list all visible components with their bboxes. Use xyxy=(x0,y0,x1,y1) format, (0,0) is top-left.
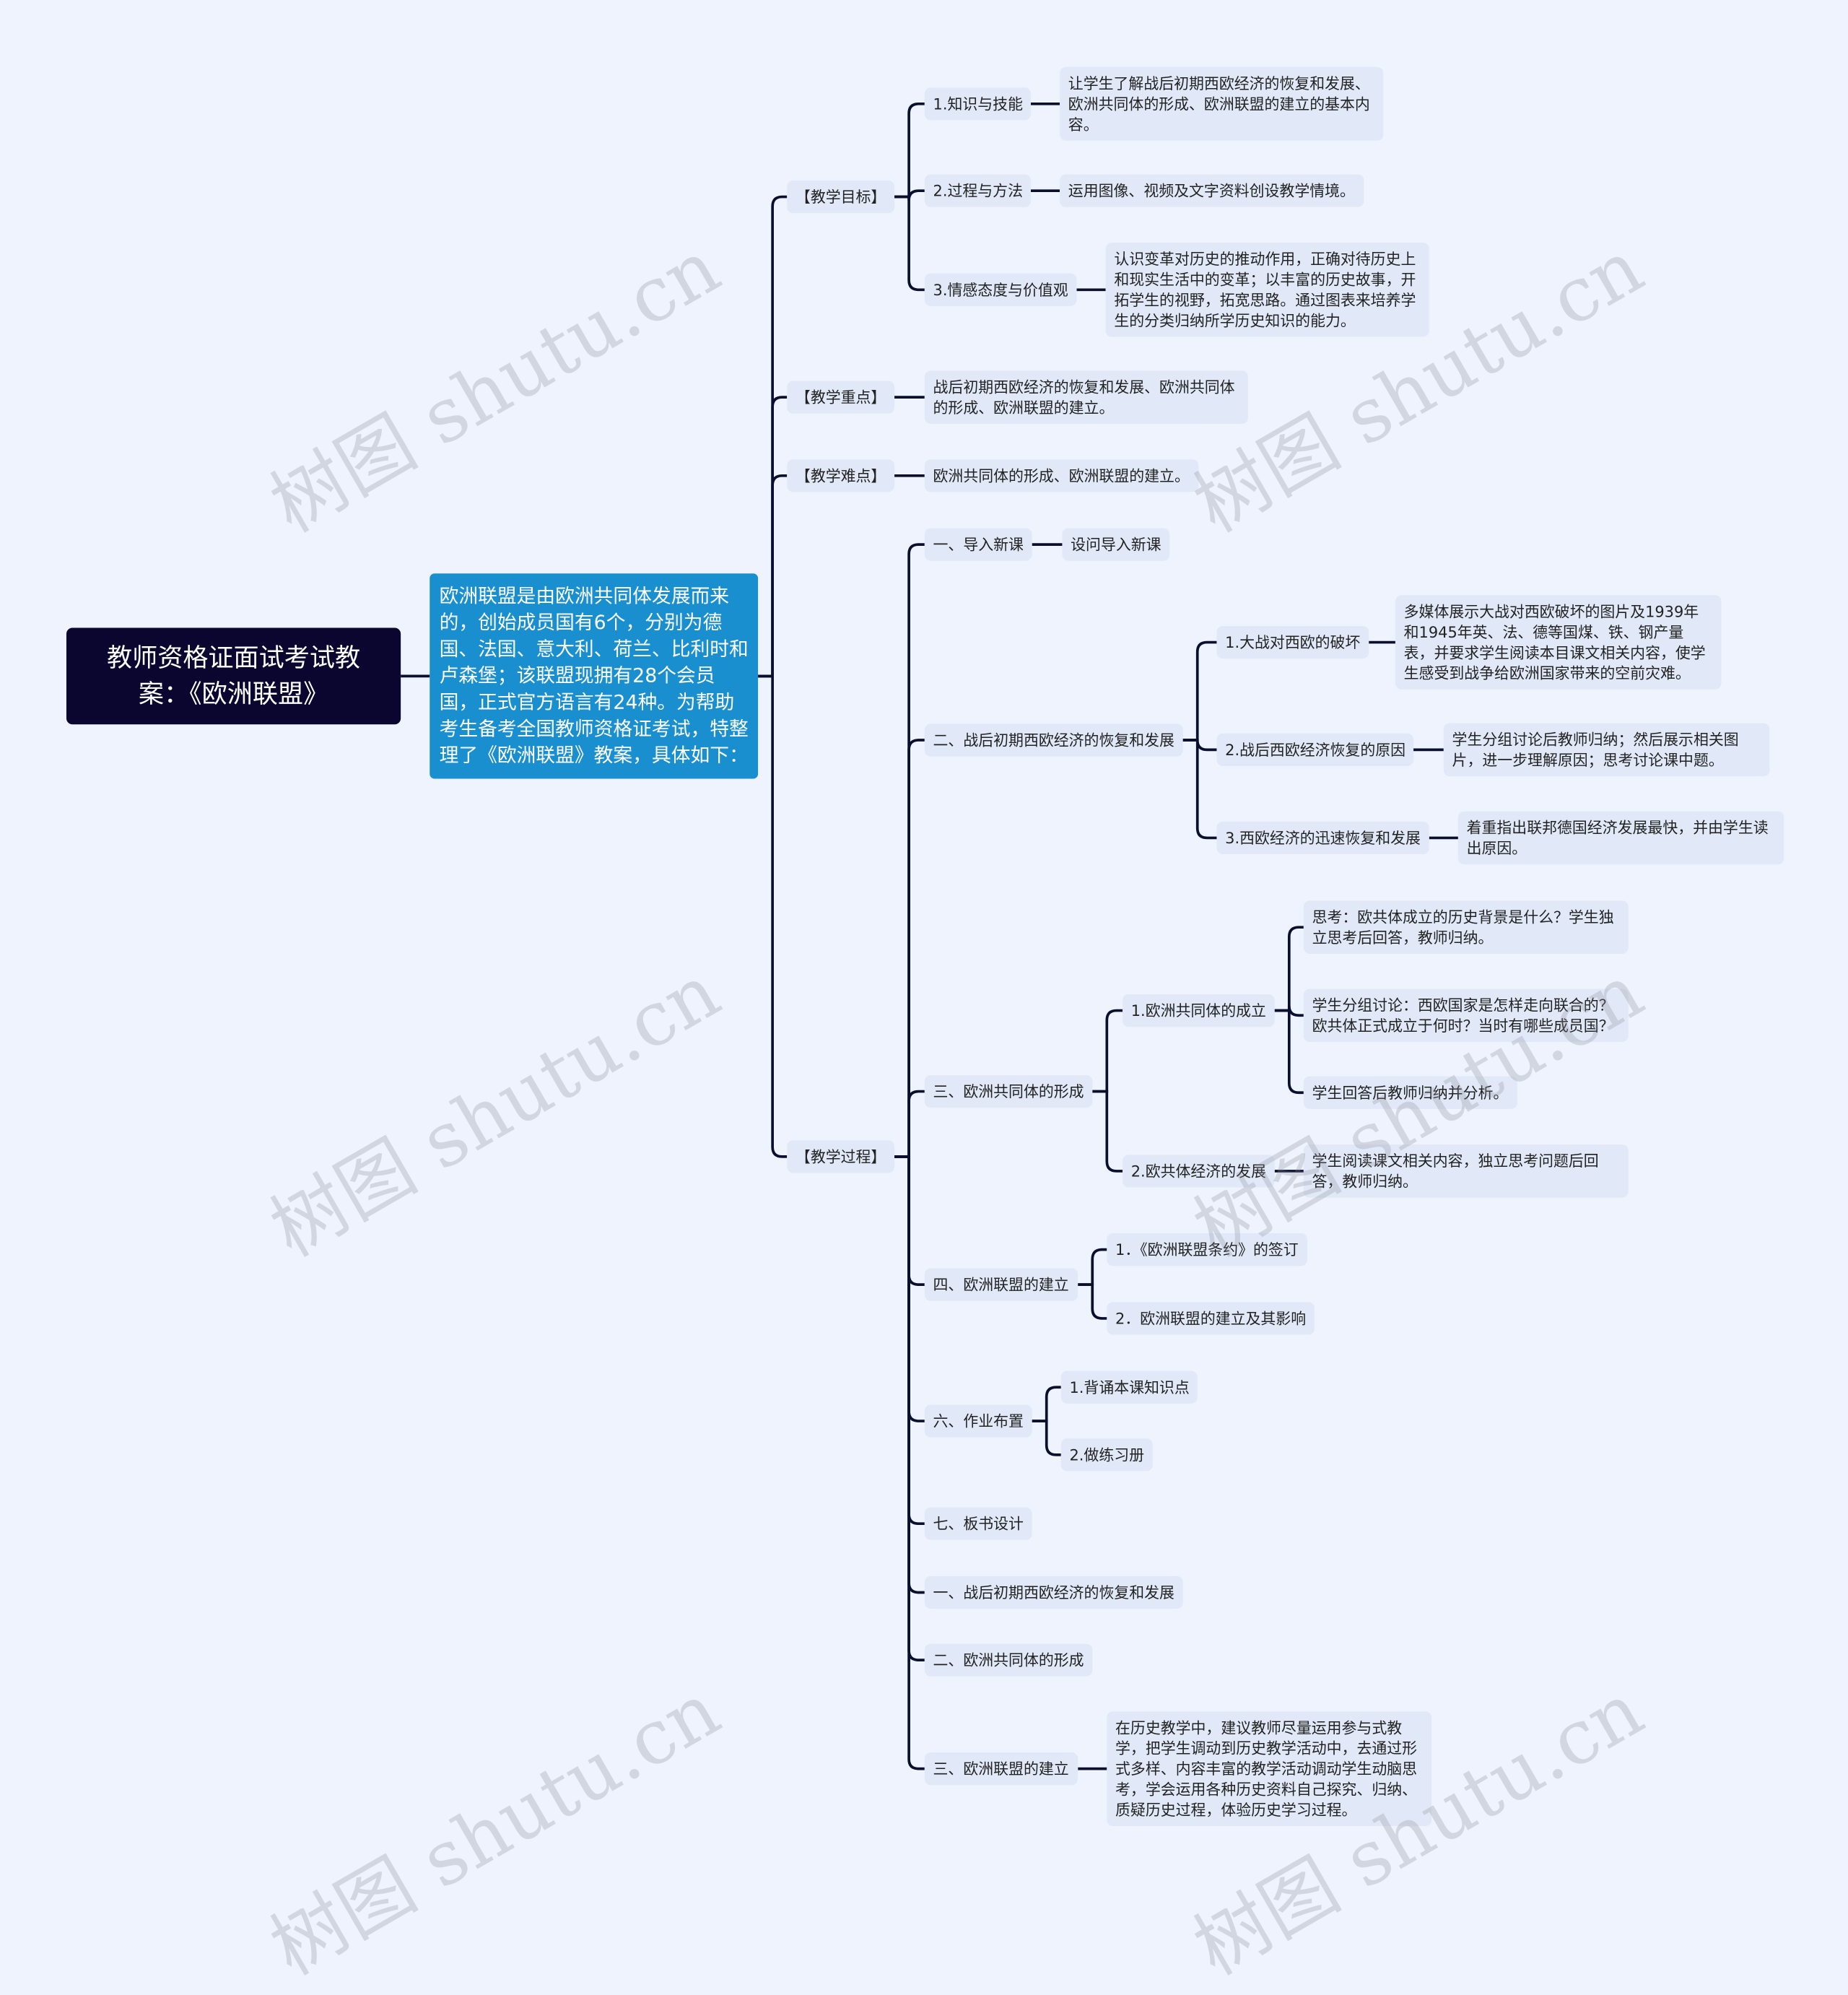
community-economy-detail[interactable]: 学生阅读课文相关内容，独立思考问题后回答，教师归纳。 xyxy=(1303,1144,1629,1198)
union-impact-node[interactable]: 2．欧洲联盟的建立及其影响 xyxy=(1107,1302,1315,1335)
board-item-union-node[interactable]: 三、欧洲联盟的建立 xyxy=(924,1752,1078,1786)
connector-line xyxy=(1274,1009,1304,1095)
connector-line xyxy=(894,102,925,199)
board-item-recovery-node[interactable]: 一、战后初期西欧经济的恢复和发展 xyxy=(924,1575,1183,1609)
connector-line xyxy=(1078,1248,1107,1286)
connector-lines xyxy=(401,102,1458,1770)
teaching-process-node[interactable]: 【教学过程】 xyxy=(787,1140,895,1173)
goal-attitude-node[interactable]: 3.情感态度与价值观 xyxy=(924,273,1077,306)
recovery-war-damage-detail[interactable]: 多媒体展示大战对西欧破坏的图片及1939年和1945年英、法、德等国煤、铁、钢产… xyxy=(1395,595,1722,690)
intro-detail[interactable]: 设问导入新课 xyxy=(1062,528,1170,561)
key-point-node[interactable]: 【教学重点】 xyxy=(787,381,895,414)
union-treaty-node[interactable]: 1．《欧洲联盟条约》的签订 xyxy=(1107,1233,1307,1266)
board-item-community-node[interactable]: 二、欧洲共同体的形成 xyxy=(924,1643,1093,1677)
mind-map-canvas: 教师资格证面试考试教案：《欧洲联盟》 欧洲联盟是由欧洲共同体发展而来的，创始成员… xyxy=(66,66,1784,1992)
recovery-war-damage-node[interactable]: 1.大战对西欧的破坏 xyxy=(1216,625,1369,659)
connector-line xyxy=(894,1155,925,1770)
recovery-growth-detail[interactable]: 着重指出联邦德国经济发展最快，并由学生读出原因。 xyxy=(1457,811,1784,865)
connector-line xyxy=(1182,739,1217,752)
community-founding-detail-2[interactable]: 学生分组讨论：西欧国家是怎样走向联合的？欧共体正式成立于何时？当时有哪些成员国？ xyxy=(1303,988,1629,1043)
description-node[interactable]: 欧洲联盟是由欧洲共同体发展而来的，创始成员国有6个，分别为德国、法国、意大利、荷… xyxy=(430,573,759,779)
connector-line xyxy=(894,1090,925,1158)
homework-workbook-node[interactable]: 2.做练习册 xyxy=(1060,1438,1153,1472)
connector-line xyxy=(1182,739,1217,840)
connector-line xyxy=(894,739,925,1158)
connector-line xyxy=(1092,1090,1123,1173)
community-node[interactable]: 三、欧洲共同体的形成 xyxy=(924,1075,1093,1108)
connector-line xyxy=(1032,1420,1061,1456)
recovery-reasons-detail[interactable]: 学生分组讨论后教师归纳；然后展示相关图片，进一步理解原因；思考讨论课中题。 xyxy=(1443,723,1770,777)
connector-line xyxy=(758,674,788,1158)
connector-line xyxy=(758,396,788,678)
root-topic[interactable]: 教师资格证面试考试教案：《欧洲联盟》 xyxy=(66,627,401,725)
connector-line xyxy=(1078,1283,1107,1320)
connector-line xyxy=(758,474,788,678)
connector-line xyxy=(758,195,788,678)
connector-line xyxy=(894,543,925,1158)
goal-process-detail[interactable]: 运用图像、视频及文字资料创设教学情境。 xyxy=(1060,174,1364,207)
recovery-growth-node[interactable]: 3.西欧经济的迅速恢复和发展 xyxy=(1216,821,1429,855)
homework-recite-node[interactable]: 1.背诵本课知识点 xyxy=(1060,1370,1198,1404)
connector-line xyxy=(1274,926,1304,1012)
community-founding-detail-3[interactable]: 学生回答后教师归纳并分析。 xyxy=(1303,1076,1517,1109)
homework-node[interactable]: 六、作业布置 xyxy=(924,1404,1032,1438)
community-founding-node[interactable]: 1.欧洲共同体的成立 xyxy=(1123,994,1275,1027)
difficulty-node[interactable]: 【教学难点】 xyxy=(787,459,895,492)
goal-attitude-detail[interactable]: 认识变革对历史的推动作用，正确对待历史上和现实生活中的变革；以丰富的历史故事，开… xyxy=(1105,243,1429,337)
union-node[interactable]: 四、欧洲联盟的建立 xyxy=(924,1268,1078,1301)
key-point-detail[interactable]: 战后初期西欧经济的恢复和发展、欧洲共同体的形成、欧洲联盟的建立。 xyxy=(924,370,1248,424)
recovery-reasons-node[interactable]: 2.战后西欧经济恢复的原因 xyxy=(1216,733,1414,766)
board-item-union-detail[interactable]: 在历史教学中，建议教师尽量运用参与式教学，把学生调动到历史教学活动中，去通过形式… xyxy=(1107,1711,1432,1827)
goal-process-node[interactable]: 2.过程与方法 xyxy=(924,174,1032,207)
community-founding-detail-1[interactable]: 思考：欧共体成立的历史背景是什么？学生独立思考后回答，教师归纳。 xyxy=(1303,900,1629,954)
goal-knowledge-detail[interactable]: 让学生了解战后初期西欧经济的恢复和发展、欧洲共同体的形成、欧洲联盟的建立的基本内… xyxy=(1060,66,1384,141)
connector-line xyxy=(894,195,925,292)
community-economy-node[interactable]: 2.欧共体经济的发展 xyxy=(1123,1155,1275,1188)
teaching-goals-node[interactable]: 【教学目标】 xyxy=(787,180,895,214)
board-design-node[interactable]: 七、板书设计 xyxy=(924,1507,1032,1540)
connector-line xyxy=(1032,1386,1061,1422)
difficulty-detail[interactable]: 欧洲共同体的形成、欧洲联盟的建立。 xyxy=(924,459,1198,492)
connector-line xyxy=(1182,640,1217,742)
connector-line xyxy=(1092,1009,1123,1093)
intro-node[interactable]: 一、导入新课 xyxy=(924,528,1032,561)
recovery-node[interactable]: 二、战后初期西欧经济的恢复和发展 xyxy=(924,723,1183,757)
goal-knowledge-node[interactable]: 1.知识与技能 xyxy=(924,87,1032,121)
connector-line xyxy=(1274,1005,1304,1017)
